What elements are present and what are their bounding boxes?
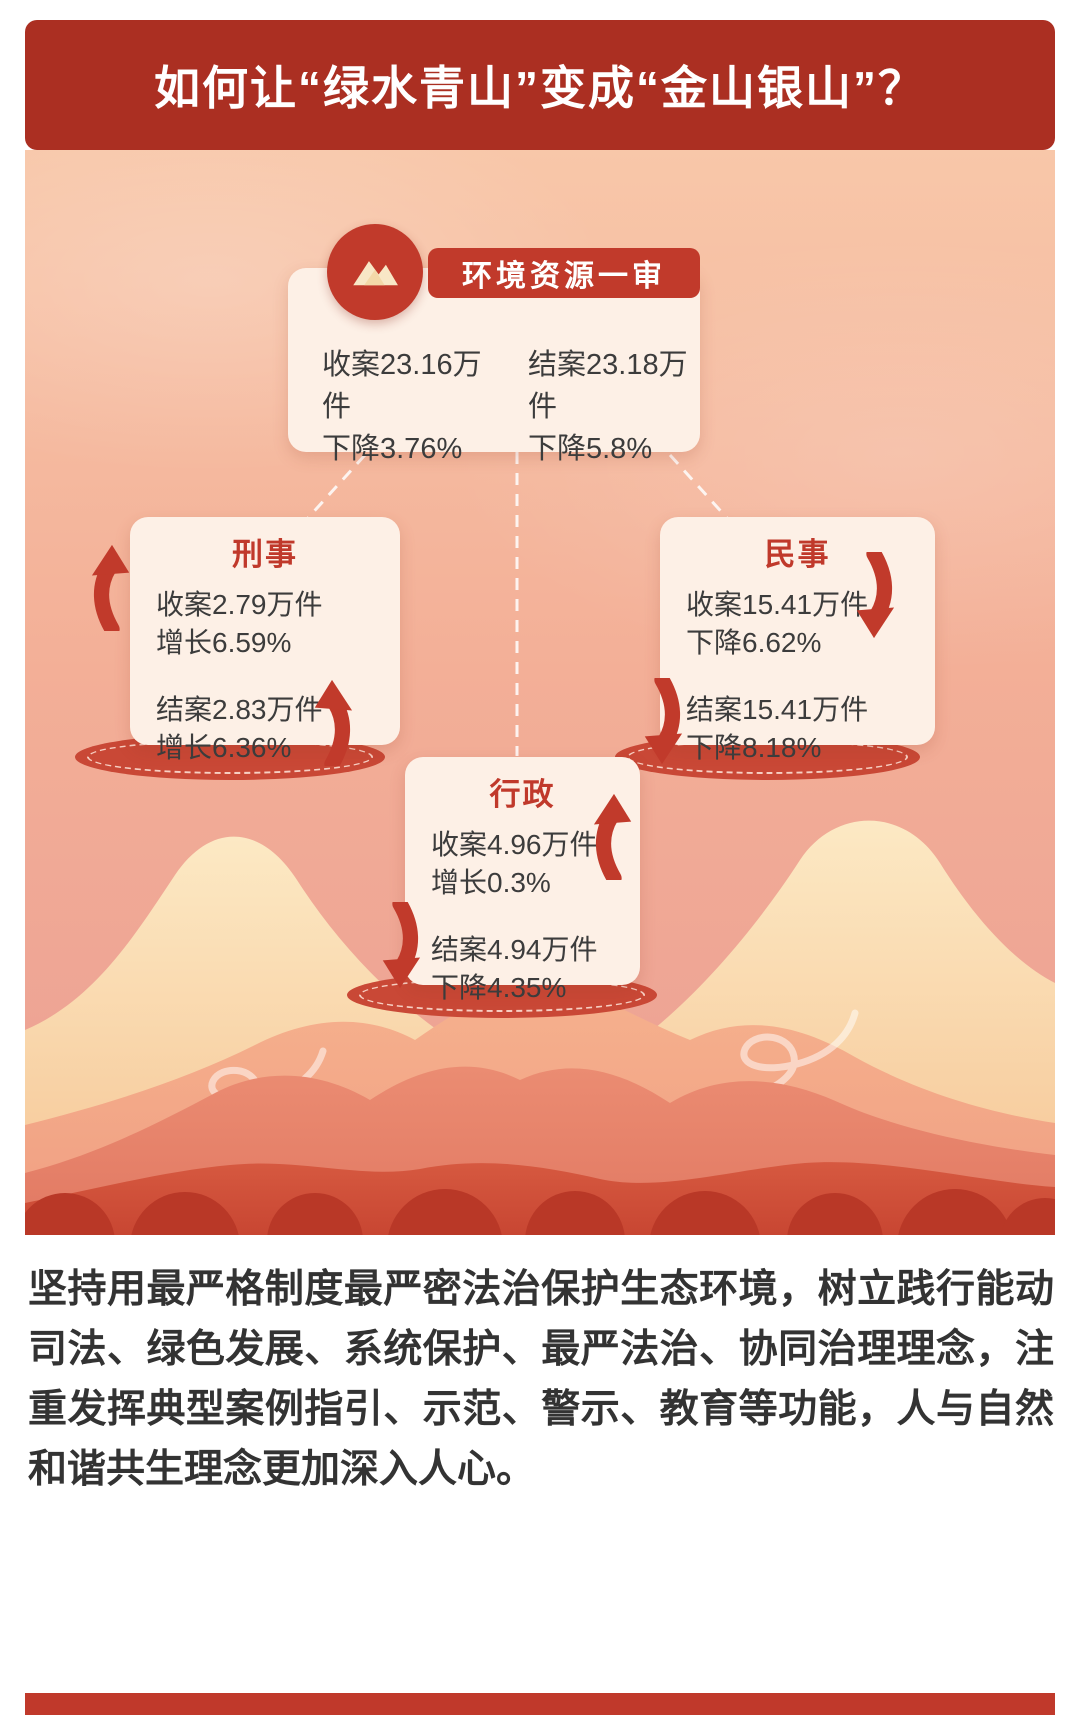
summary-paragraph: 坚持用最严格制度最严密法治保护生态环境，树立践行能动司法、绿色发展、系统保护、最… — [28, 1268, 1054, 1492]
root-closed-change: 下降5.8% — [528, 433, 653, 466]
root-closed-count: 结案23.18万件 — [528, 349, 688, 424]
filed-count: 收案2.79万件 — [156, 589, 323, 620]
branch-card-title: 刑事 — [232, 537, 298, 572]
connector-lines — [306, 452, 729, 756]
banner-title: 如何让“绿水青山”变成“金山银山”？ — [154, 62, 926, 114]
closed-count: 结案2.83万件 — [156, 694, 323, 726]
branch-card-criminal: 刑事 收案2.79万件 增长6.59% 结案2.83万件 增长6.36% — [130, 517, 400, 763]
closed-count: 结案4.94万件 — [431, 934, 598, 966]
branch-card-admin: 行政 收案4.96万件 增长0.3% 结案4.94万件 下降4.35% — [405, 757, 640, 1003]
arrow-up-icon — [303, 678, 361, 766]
filed-change: 增长0.3% — [431, 866, 551, 898]
filed-change: 下降6.62% — [686, 626, 822, 658]
filed-change: 增长6.59% — [156, 626, 292, 658]
closed-change: 下降4.35% — [431, 971, 567, 1003]
branch-card-civil: 民事 收案15.41万件 下降6.62% 结案15.41万件 下降8.18% — [660, 517, 935, 763]
banner: 如何让“绿水青山”变成“金山银山”？ — [25, 20, 1055, 150]
filed-count: 收案4.96万件 — [431, 829, 598, 860]
root-filed-change: 下降3.76% — [322, 433, 463, 466]
closed-change: 增长6.36% — [156, 731, 292, 763]
branch-card-title: 行政 — [489, 777, 556, 812]
branch-card-title: 民事 — [764, 537, 831, 572]
bottom-bar — [25, 1693, 1055, 1715]
mountain-icon — [327, 224, 423, 320]
mountain-illustration — [25, 820, 1055, 1235]
filed-count: 收案15.41万件 — [686, 589, 869, 620]
root-filed-count: 收案23.16万件 — [322, 349, 482, 424]
arrow-up-icon — [83, 543, 141, 631]
closed-change: 下降8.18% — [686, 731, 822, 763]
closed-count: 结案15.41万件 — [686, 694, 869, 726]
arrow-down-icon — [845, 552, 903, 640]
arrow-down-icon — [371, 902, 429, 990]
infographic-scene: 收案23.16万件 下降3.76% 结案23.18万件 下降5.8% 环境资源一… — [25, 150, 1055, 1235]
arrow-up-icon — [585, 792, 643, 880]
root-card-badge: 环境资源一审 — [428, 248, 700, 298]
arrow-down-icon — [633, 678, 691, 766]
